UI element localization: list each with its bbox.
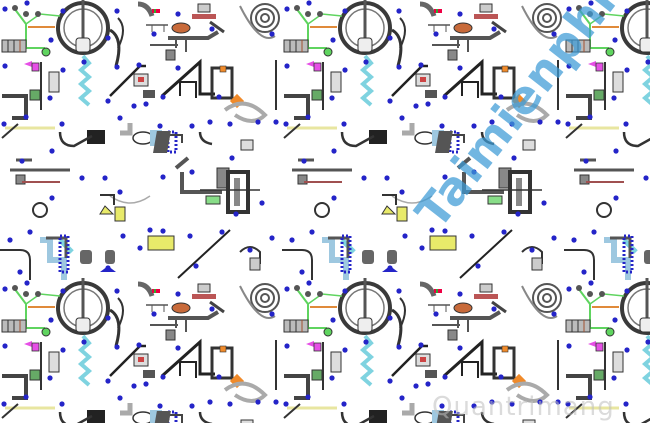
watermark-secondary: Quantrimang	[432, 392, 615, 422]
